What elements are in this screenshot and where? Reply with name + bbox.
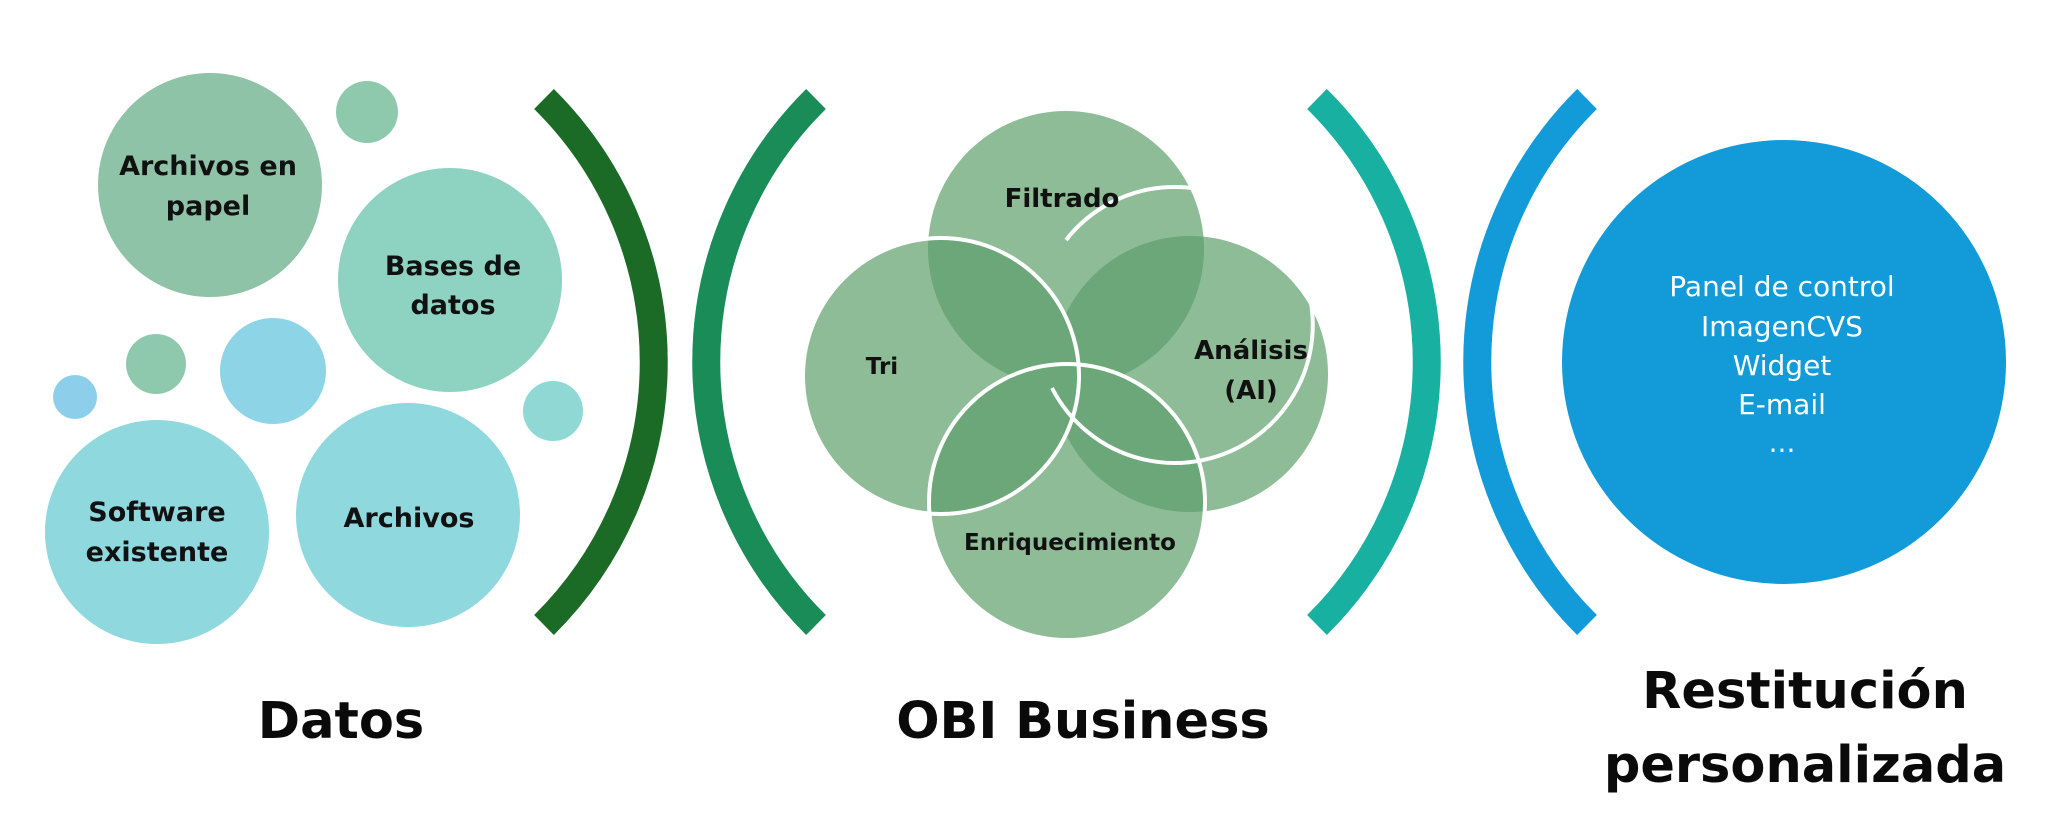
open-bracket-business	[692, 89, 826, 635]
paper-files-label: Archivos en	[119, 151, 297, 182]
close-bracket-data	[534, 89, 668, 635]
filter-label: Filtrado	[1005, 184, 1120, 214]
analysis-circle-outline	[1050, 184, 1315, 465]
output-item-widget: Widget	[1733, 349, 1832, 382]
decorative-dot	[53, 375, 97, 419]
output-circle	[1562, 140, 2006, 584]
data-sources-group: Archivos en papel Bases de datos Softwar…	[45, 73, 583, 644]
enrichment-label: Enriquecimiento	[964, 530, 1176, 556]
decorative-dot	[220, 318, 326, 424]
section-title-restitution: personalizada	[1604, 736, 2006, 795]
sort-label: Tri	[866, 354, 898, 380]
output-item-imagecvs: ImagenCVS	[1701, 310, 1863, 343]
databases-label: datos	[410, 290, 495, 321]
enrichment-circle-outline	[927, 362, 1207, 642]
databases-label: Bases de	[385, 251, 521, 282]
software-label: Software	[88, 497, 225, 528]
files-label: Archivos	[344, 503, 475, 534]
decorative-dot	[126, 334, 186, 394]
output-item-more: ...	[1769, 426, 1796, 459]
section-title-data: Datos	[258, 692, 425, 751]
section-title-restitution: Restitución	[1642, 662, 1968, 721]
analysis-label: Análisis	[1194, 336, 1308, 366]
outputs-group: Panel de control ImagenCVS Widget E-mail…	[1562, 140, 2006, 584]
processing-venn: Filtrado Tri Análisis (AI) Enriquecimien…	[801, 111, 1328, 642]
section-title-business: OBI Business	[896, 692, 1270, 751]
software-label: existente	[86, 537, 229, 568]
close-bracket-business	[1307, 89, 1441, 635]
decorative-dot	[336, 81, 398, 143]
output-item-dashboard: Panel de control	[1669, 270, 1894, 303]
paper-files-bubble	[98, 73, 322, 297]
sort-circle-outline	[801, 236, 1081, 516]
files-bubble	[296, 403, 520, 627]
analysis-label: (AI)	[1224, 376, 1278, 406]
decorative-dot	[523, 381, 583, 441]
databases-bubble	[338, 168, 562, 392]
output-item-email: E-mail	[1738, 388, 1826, 421]
open-bracket-restitution	[1463, 89, 1597, 635]
software-bubble	[45, 420, 269, 644]
paper-files-label: papel	[166, 191, 250, 222]
